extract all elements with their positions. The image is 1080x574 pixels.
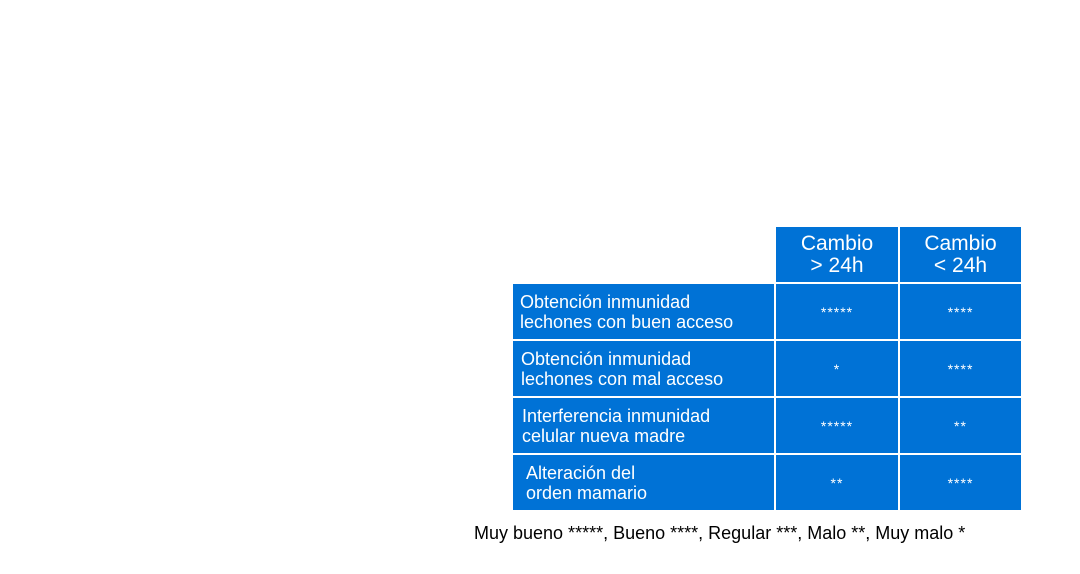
table-cell: ** bbox=[900, 398, 1021, 453]
column-header-change-over-24h: Cambio > 24h bbox=[776, 227, 898, 282]
table-cell: ***** bbox=[776, 398, 898, 453]
row-label: Obtención inmunidad lechones con buen ac… bbox=[513, 284, 774, 339]
column-header-change-under-24h: Cambio < 24h bbox=[900, 227, 1021, 282]
row-label: Alteración del orden mamario bbox=[513, 455, 774, 510]
row-label: Interferencia inmunidad celular nueva ma… bbox=[513, 398, 774, 453]
row-label: Obtención inmunidad lechones con mal acc… bbox=[513, 341, 774, 396]
table-cell: ***** bbox=[776, 284, 898, 339]
table-cell: **** bbox=[900, 284, 1021, 339]
rating-legend: Muy bueno *****, Bueno ****, Regular ***… bbox=[474, 523, 966, 543]
table-cell: * bbox=[776, 341, 898, 396]
table-cell: ** bbox=[776, 455, 898, 510]
table-cell: **** bbox=[900, 341, 1021, 396]
table-cell: **** bbox=[900, 455, 1021, 510]
